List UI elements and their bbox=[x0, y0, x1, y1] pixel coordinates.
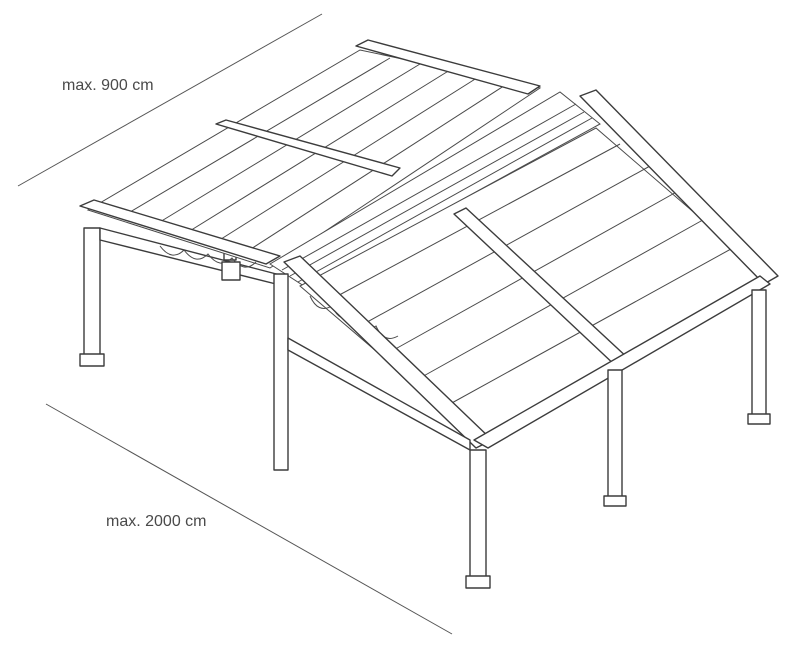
length-dimension-label: max. 2000 cm bbox=[106, 513, 207, 530]
ridge bbox=[269, 91, 601, 287]
width-dimension-line bbox=[17, 13, 323, 187]
length-dimension-line bbox=[45, 403, 453, 635]
side-rail bbox=[287, 337, 471, 451]
roof-right-plane bbox=[283, 89, 779, 449]
roof-left-plane bbox=[79, 39, 542, 269]
width-dimension-label: max. 900 cm bbox=[62, 77, 154, 94]
front-posts bbox=[273, 273, 771, 589]
